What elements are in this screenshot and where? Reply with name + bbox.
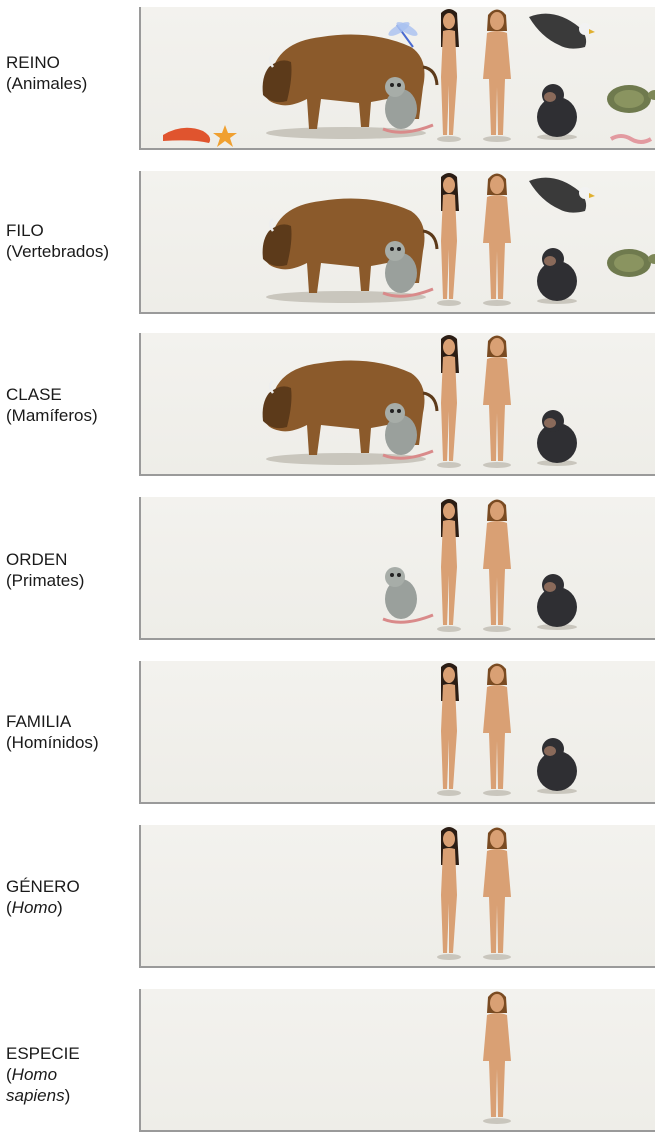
group-name: (Mamíferos) — [6, 405, 138, 426]
chimpanzee-icon — [537, 574, 577, 630]
rank-label: FAMILIA(Homínidos) — [6, 711, 138, 753]
rank-label: REINO(Animales) — [6, 52, 138, 94]
rank-name: GÉNERO — [6, 876, 138, 897]
organism-panel — [139, 171, 655, 314]
rank-label: ORDEN(Primates) — [6, 549, 138, 591]
woman-light-icon — [483, 174, 511, 307]
worm-icon — [611, 136, 651, 142]
rank-name: ESPECIE — [6, 1043, 138, 1064]
group-name-line: (Homo — [6, 1064, 138, 1085]
organism-panel — [139, 661, 655, 804]
chimpanzee-icon — [537, 410, 577, 466]
rank-label: GÉNERO(Homo) — [6, 876, 138, 918]
chimpanzee-icon — [537, 738, 577, 794]
woman-dark-icon — [437, 335, 461, 468]
woman-dark-icon — [437, 173, 461, 306]
eagle-icon — [529, 178, 595, 213]
woman-light-icon — [483, 336, 511, 469]
woman-light-icon — [483, 664, 511, 797]
woman-dark-icon — [437, 499, 461, 632]
chimpanzee-icon — [537, 84, 577, 140]
chimpanzee-icon — [537, 248, 577, 304]
woman-light-icon — [483, 992, 511, 1125]
rank-label: CLASE(Mamíferos) — [6, 384, 138, 426]
group-name: (Homo) — [6, 897, 138, 918]
rank-name: FILO — [6, 220, 138, 241]
group-name: (Primates) — [6, 570, 138, 591]
group-name: (Homínidos) — [6, 732, 138, 753]
rank-name: ORDEN — [6, 549, 138, 570]
woman-light-icon — [483, 828, 511, 961]
organism-panel — [139, 497, 655, 640]
organism-panel — [139, 333, 655, 476]
rank-name: REINO — [6, 52, 138, 73]
woman-dark-icon — [437, 663, 461, 796]
group-name: (Animales) — [6, 73, 138, 94]
lemur-icon — [383, 567, 433, 622]
organism-panel — [139, 825, 655, 968]
shrimp-icon — [163, 128, 210, 143]
woman-light-icon — [483, 500, 511, 633]
woman-light-icon — [483, 10, 511, 143]
group-name: (Vertebrados) — [6, 241, 138, 262]
organism-panel — [139, 989, 655, 1132]
turtle-icon — [607, 85, 655, 113]
starfish-icon — [213, 125, 237, 147]
rank-name: CLASE — [6, 384, 138, 405]
woman-dark-icon — [437, 9, 461, 142]
rank-label: FILO(Vertebrados) — [6, 220, 138, 262]
eagle-icon — [529, 14, 595, 49]
woman-dark-icon — [437, 827, 461, 960]
organism-panel — [139, 7, 655, 150]
rank-name: FAMILIA — [6, 711, 138, 732]
turtle-icon — [607, 249, 655, 277]
group-name-line: sapiens) — [6, 1085, 138, 1106]
